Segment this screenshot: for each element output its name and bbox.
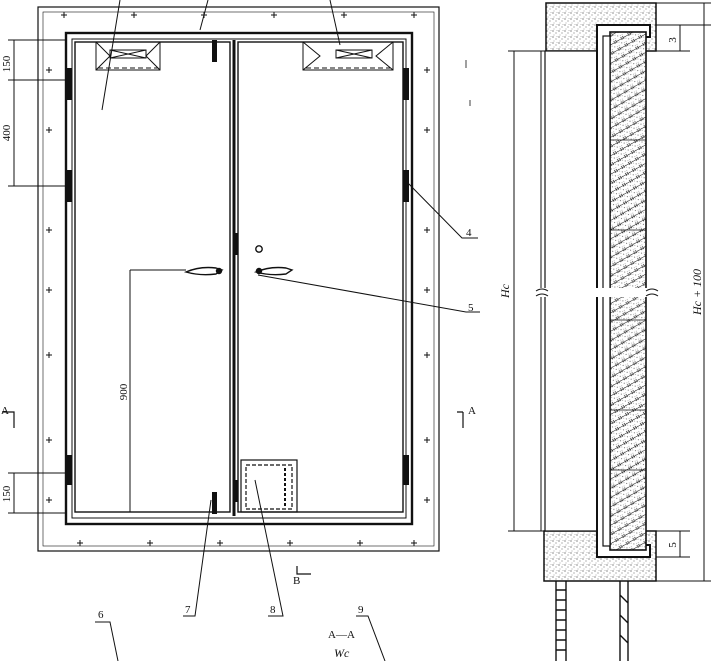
- callout-6: 6: [98, 609, 104, 621]
- dim-handle-height: 900: [118, 383, 130, 400]
- dim-clear-height: Hc: [498, 283, 512, 299]
- door-frame-outer: [64, 31, 414, 526]
- right-door-leaf: [237, 41, 404, 513]
- leader-top-3: [329, 0, 341, 46]
- dim-bottom-offset: 150: [1, 485, 13, 502]
- dim-overall-height: Hc + 100: [690, 269, 704, 316]
- section-mark-right: A: [468, 405, 476, 417]
- leader-top-2: [199, 0, 209, 31]
- leader-top-1: [101, 0, 121, 111]
- access-hatch: [240, 459, 298, 513]
- dim-top-offset: 150: [1, 55, 13, 72]
- dim-top-span: 400: [1, 124, 13, 141]
- section-view: [535, 2, 660, 661]
- right-vent: [302, 41, 394, 71]
- stile-bolts: [212, 40, 238, 514]
- hinges: [66, 68, 409, 485]
- outer-frame: [37, 6, 440, 552]
- left-vent: [95, 41, 161, 71]
- callout-5: 5: [468, 302, 474, 314]
- section-dimensions: [508, 2, 711, 582]
- anchor-marks: [46, 12, 430, 546]
- callout-4: 4: [466, 227, 472, 239]
- section-mark-bottom: B: [293, 575, 300, 587]
- keyhole: [255, 245, 263, 253]
- left-dimensions: [2, 39, 464, 575]
- width-label: Wc: [334, 646, 350, 660]
- elevation-view: [37, 0, 471, 552]
- section-mark-left: A: [1, 405, 9, 417]
- door-frame-inner: [71, 38, 407, 519]
- callout-9: 9: [358, 604, 364, 616]
- section-title: A—A: [328, 629, 355, 641]
- left-door-leaf: [74, 41, 231, 513]
- door-handles: [183, 245, 294, 276]
- callout-8: 8: [270, 604, 276, 616]
- dim-section-bottom-gap: 5: [667, 542, 679, 548]
- outer-frame-inner: [42, 11, 435, 547]
- callout-leaders: [95, 177, 480, 661]
- callout-7: 7: [185, 604, 191, 616]
- dim-section-top-gap: 3: [667, 37, 679, 43]
